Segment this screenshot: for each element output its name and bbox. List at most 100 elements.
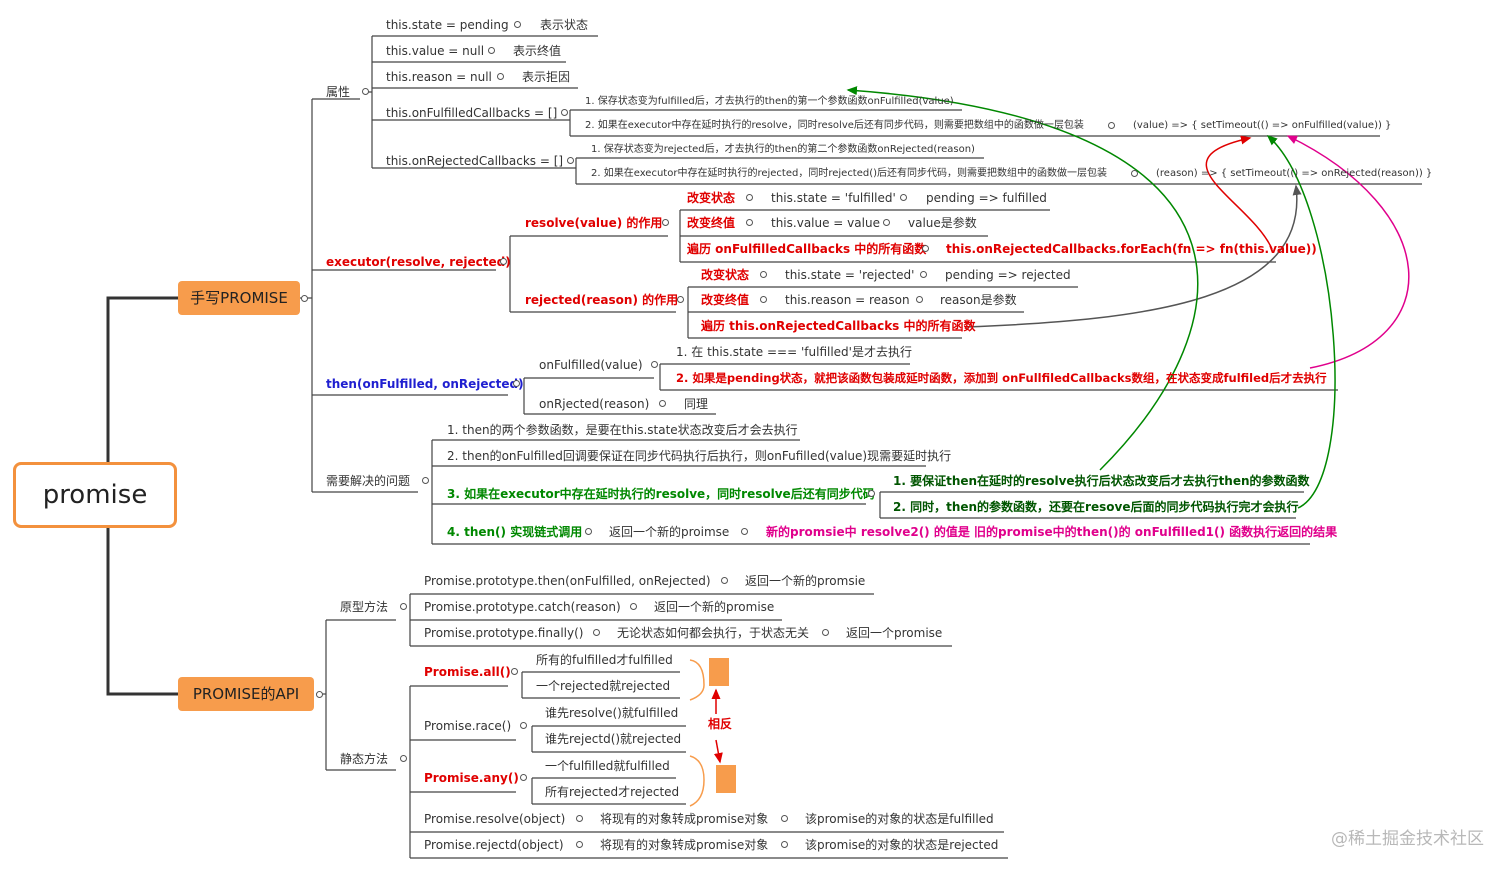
static-any[interactable]: Promise.any(): [424, 771, 519, 785]
resolve-role[interactable]: resolve(value) 的作用: [525, 216, 663, 230]
collapse-icon[interactable]: [760, 271, 767, 278]
collapse-icon[interactable]: [520, 722, 527, 729]
collapse-icon[interactable]: [677, 296, 684, 303]
collapse-icon[interactable]: [822, 629, 829, 636]
proto-catch[interactable]: Promise.prototype.catch(reason): [424, 600, 621, 614]
collapse-icon[interactable]: [488, 47, 495, 54]
then-onrejected-note[interactable]: 同理: [684, 397, 709, 411]
issue-3b[interactable]: 2. 同时，then的参数函数，还要在resove后面的同步代码执行完才会执行: [893, 500, 1299, 514]
collapse-icon[interactable]: [1108, 122, 1115, 129]
resolve-state-assign[interactable]: this.state = 'fulfilled': [771, 191, 896, 205]
collapse-icon[interactable]: [520, 774, 527, 781]
branch-handwrite-promise[interactable]: 手写PROMISE: [178, 281, 300, 315]
prop-rejected-callbacks[interactable]: this.onRejectedCallbacks = []: [386, 154, 564, 168]
collapse-icon[interactable]: [400, 603, 407, 610]
collapse-icon[interactable]: [746, 194, 753, 201]
static-resolve-2[interactable]: 该promise的对象的状态是fulfilled: [805, 812, 994, 826]
collapse-icon[interactable]: [576, 815, 583, 822]
collapse-icon[interactable]: [651, 361, 658, 368]
static-all-2[interactable]: 一个rejected就rejected: [536, 679, 671, 693]
collapse-icon[interactable]: [497, 73, 504, 80]
prop-value-note[interactable]: 表示终值: [513, 44, 562, 58]
collapse-icon[interactable]: [422, 477, 429, 484]
issue-2[interactable]: 2. then的onFulfilled回调要保证在同步代码执行后执行，则onFu…: [447, 449, 952, 463]
then-onrejected[interactable]: onRjected(reason): [539, 397, 650, 411]
static-rejectd-2[interactable]: 该promise的对象的状态是rejected: [805, 838, 999, 852]
rejected-reason-assign[interactable]: this.reason = reason: [785, 293, 910, 307]
collapse-icon[interactable]: [900, 194, 907, 201]
collapse-icon[interactable]: [760, 296, 767, 303]
collapse-icon[interactable]: [781, 815, 788, 822]
resolve-iterate[interactable]: 遍历 onFulfilledCallbacks 中的所有函数: [687, 242, 927, 256]
rcb-note-2b[interactable]: (reason) => { setTimeout(() => onRejecte…: [1156, 168, 1433, 179]
collapse-icon[interactable]: [567, 157, 574, 164]
proto-then-note[interactable]: 返回一个新的promsie: [745, 574, 866, 588]
collapse-icon[interactable]: [301, 295, 308, 302]
proto-catch-note[interactable]: 返回一个新的promise: [654, 600, 775, 614]
proto-label[interactable]: 原型方法: [340, 600, 389, 614]
collapse-icon[interactable]: [400, 755, 407, 762]
collapse-icon[interactable]: [630, 603, 637, 610]
proto-finally-note-2[interactable]: 返回一个promise: [846, 626, 943, 640]
static-rejectd-1[interactable]: 将现有的对象转成promise对象: [600, 838, 769, 852]
rcb-note-1[interactable]: 1. 保存状态变为rejected后，才去执行的then的第二个参数函数onRe…: [591, 144, 975, 155]
resolve-value-assign[interactable]: this.value = value: [771, 216, 880, 230]
resolve-value-note[interactable]: value是参数: [908, 216, 977, 230]
rejected-change-state[interactable]: 改变状态: [701, 268, 750, 282]
static-resolve[interactable]: Promise.resolve(object): [424, 812, 566, 826]
collapse-icon[interactable]: [741, 528, 748, 535]
issue-3a[interactable]: 1. 要保证then在延时的resolve执行后状态改变后才去执行then的参数…: [893, 474, 1310, 488]
rejected-state-transition[interactable]: pending => rejected: [945, 268, 1071, 282]
proto-finally-note[interactable]: 无论状态如何都会执行，于状态无关: [617, 626, 810, 640]
prop-state-note[interactable]: 表示状态: [540, 18, 589, 32]
issue-4b[interactable]: 新的promsie中 resolve2() 的值是 旧的promise中的the…: [766, 525, 1338, 539]
prop-state[interactable]: this.state = pending: [386, 18, 509, 32]
resolve-change-value[interactable]: 改变终值: [687, 216, 736, 230]
resolve-change-state[interactable]: 改变状态: [687, 191, 736, 205]
issue-4[interactable]: 4. then() 实现链式调用: [447, 525, 583, 539]
resolve-iterate-code[interactable]: this.onRejectedCallbacks.forEach(fn => f…: [946, 242, 1317, 256]
collapse-icon[interactable]: [500, 258, 507, 265]
static-all-1[interactable]: 所有的fulfilled才fulfilled: [536, 653, 673, 667]
collapse-icon[interactable]: [576, 841, 583, 848]
static-label[interactable]: 静态方法: [340, 752, 389, 766]
resolve-state-transition[interactable]: pending => fulfilled: [926, 191, 1047, 205]
rejected-role[interactable]: rejected(reason) 的作用: [525, 293, 679, 307]
collapse-icon[interactable]: [916, 296, 923, 303]
static-race-2[interactable]: 谁先rejectd()就rejected: [545, 732, 682, 746]
prop-reason[interactable]: this.reason = null: [386, 70, 492, 84]
collapse-icon[interactable]: [659, 400, 666, 407]
proto-finally[interactable]: Promise.prototype.finally(): [424, 626, 584, 640]
static-race-1[interactable]: 谁先resolve()就fulfilled: [545, 706, 679, 720]
prop-reason-note[interactable]: 表示拒因: [522, 70, 571, 84]
proto-then[interactable]: Promise.prototype.then(onFulfilled, onRe…: [424, 574, 711, 588]
prop-value[interactable]: this.value = null: [386, 44, 485, 58]
collapse-icon[interactable]: [514, 21, 521, 28]
rejected-state-assign[interactable]: this.state = 'rejected': [785, 268, 915, 282]
issue-1[interactable]: 1. then的两个参数函数，是要在this.state状态改变后才会去执行: [447, 423, 798, 437]
fcb-note-2[interactable]: 2. 如果在executor中存在延时执行的resolve，同时resolve后…: [585, 120, 1084, 131]
collapse-icon[interactable]: [362, 88, 369, 95]
collapse-icon[interactable]: [1131, 170, 1138, 177]
branch-promise-api[interactable]: PROMISE的API: [178, 677, 314, 711]
issues-label[interactable]: 需要解决的问题: [326, 474, 411, 488]
root-node[interactable]: promise: [13, 462, 177, 528]
then-label[interactable]: then(onFulfilled, onRejected): [326, 377, 524, 391]
props-label[interactable]: 属性: [326, 85, 351, 99]
static-rejectd[interactable]: Promise.rejectd(object): [424, 838, 564, 852]
issue-4a[interactable]: 返回一个新的proimse: [609, 525, 730, 539]
prop-fulfilled-callbacks[interactable]: this.onFulfilledCallbacks = []: [386, 106, 558, 120]
collapse-icon[interactable]: [781, 841, 788, 848]
issue-3[interactable]: 3. 如果在executor中存在延时执行的resolve，同时resolve后…: [447, 487, 875, 501]
collapse-icon[interactable]: [316, 691, 323, 698]
fcb-note-1[interactable]: 1. 保存状态变为fulfilled后，才去执行的then的第一个参数函数onF…: [585, 96, 954, 107]
rejected-change-value[interactable]: 改变终值: [701, 293, 750, 307]
collapse-icon[interactable]: [746, 219, 753, 226]
fcb-note-2b[interactable]: (value) => { setTimeout(() => onFulfille…: [1133, 120, 1392, 131]
static-any-2[interactable]: 所有rejected才rejected: [545, 785, 680, 799]
collapse-icon[interactable]: [513, 380, 520, 387]
static-all[interactable]: Promise.all(): [424, 665, 511, 679]
collapse-icon[interactable]: [662, 219, 669, 226]
then-onfulfilled[interactable]: onFulfilled(value): [539, 358, 643, 372]
collapse-icon[interactable]: [561, 109, 568, 116]
